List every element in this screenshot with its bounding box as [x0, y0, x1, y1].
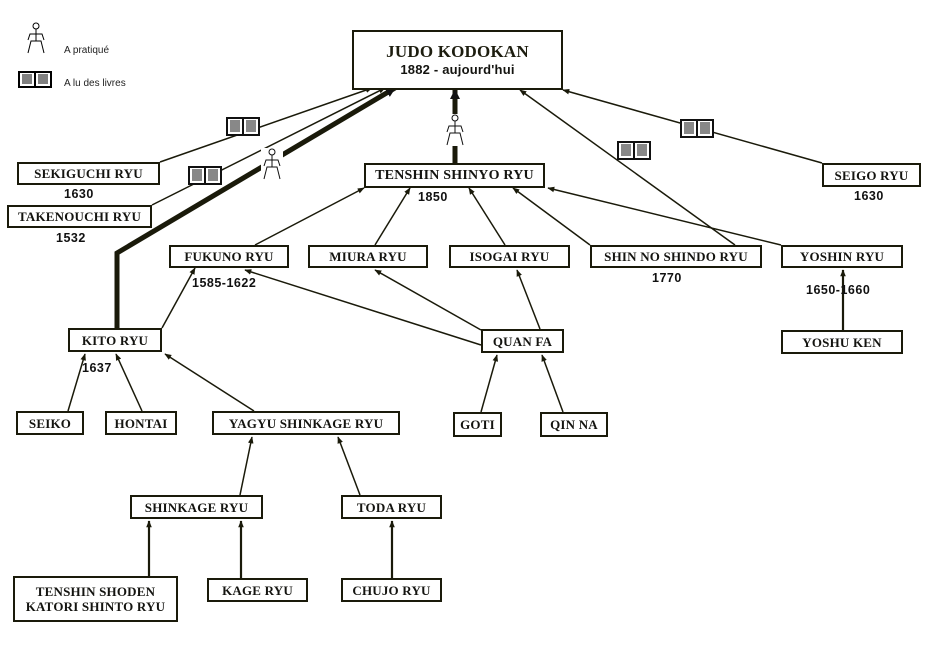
edge-yagyu-shinkage-to-kito — [164, 353, 255, 412]
node-sekiguchi-ryu: SEKIGUCHI RYU — [17, 162, 160, 185]
date-sekiguchi: 1630 — [64, 187, 94, 201]
edge-kito-to-root — [114, 85, 397, 328]
edge-isogai-to-tenshin-shinyo — [468, 187, 506, 246]
edge-miura-to-tenshin-shinyo — [374, 187, 411, 246]
book-icon-takenouchi — [188, 166, 222, 185]
book-icon-seigo — [680, 119, 714, 138]
date-yoshin: 1650-1660 — [806, 283, 871, 297]
node-quan-fa: QUAN FA — [481, 329, 564, 353]
node-kito-ryu: KITO RYU — [68, 328, 162, 352]
legend-label-practiced: A pratiqué — [64, 45, 110, 56]
book-icon-sekiguchi — [226, 117, 260, 136]
edge-qin-na-to-quan-fa — [541, 354, 564, 413]
edge-quan-fa-to-fukuno — [244, 269, 482, 346]
person-icon-tenshin-shinyo — [444, 114, 466, 146]
node-takenouchi-ryu: TAKENOUCHI RYU — [7, 205, 152, 228]
legend-label-books: A lu des livres — [64, 78, 126, 89]
edge-shinkage-to-yagyu-shinkage — [239, 436, 254, 496]
node-goti: GOTI — [453, 412, 502, 437]
node-miura-ryu: MIURA RYU — [308, 245, 428, 268]
date-tenshin-shinyo: 1850 — [418, 190, 448, 204]
edge-quan-fa-to-isogai — [516, 269, 541, 330]
edge-shin-no-shindo-to-root — [519, 89, 736, 246]
root-title: JUDO KODOKAN — [386, 42, 529, 61]
date-kito: 1637 — [82, 361, 112, 375]
node-toda-ryu: TODA RYU — [341, 495, 442, 519]
edge-yoshin-to-tenshin-shinyo — [547, 186, 782, 246]
node-fukuno-ryu: FUKUNO RYU — [169, 245, 289, 268]
edge-toda-to-yagyu-shinkage — [337, 436, 361, 496]
node-yoshin-ryu: YOSHIN RYU — [781, 245, 903, 268]
edge-hontai-to-kito — [115, 353, 143, 412]
edge-kito-to-fukuno — [161, 267, 196, 329]
edge-quan-fa-to-miura — [374, 269, 482, 331]
person-icon-kito — [261, 148, 283, 180]
node-hontai: HONTAI — [105, 411, 177, 435]
node-seigo-ryu: SEIGO RYU — [822, 163, 921, 187]
edge-fukuno-to-tenshin-shinyo — [254, 187, 365, 246]
edge-goti-to-quan-fa — [480, 354, 498, 413]
node-shin-no-shindo-ryu: SHIN NO SHINDO RYU — [590, 245, 762, 268]
date-seigo: 1630 — [854, 189, 884, 203]
root-period: 1882 - aujourd'hui — [400, 62, 515, 77]
node-chujo-ryu: CHUJO RYU — [341, 578, 442, 602]
node-tenshin-shinyo-ryu: TENSHIN SHINYO RYU — [364, 163, 545, 188]
edge-sekiguchi-to-root — [159, 87, 373, 163]
node-seiko: SEIKO — [16, 411, 84, 435]
node-qin-na: QIN NA — [540, 412, 608, 437]
edge-takenouchi-to-root — [151, 87, 386, 206]
book-icon-shin-no-shindo — [617, 141, 651, 160]
node-shinkage-ryu: SHINKAGE RYU — [130, 495, 263, 519]
node-yoshu-ken: YOSHU KEN — [781, 330, 903, 354]
node-tenshin-shoden-katori-shinto-ryu: TENSHIN SHODEN KATORI SHINTO RYU — [13, 576, 178, 622]
legend-book-icon — [18, 71, 52, 88]
date-fukuno: 1585-1622 — [192, 276, 257, 290]
legend-person-icon — [27, 22, 45, 54]
node-isogai-ryu: ISOGAI RYU — [449, 245, 570, 268]
node-judo-kodokan: JUDO KODOKAN 1882 - aujourd'hui — [352, 30, 563, 90]
node-kage-ryu: KAGE RYU — [207, 578, 308, 602]
edge-seiko-to-kito — [67, 353, 86, 412]
node-yagyu-shinkage-ryu: YAGYU SHINKAGE RYU — [212, 411, 400, 435]
date-takenouchi: 1532 — [56, 231, 86, 245]
edge-shin-no-shindo-to-tenshin-shinyo — [512, 187, 591, 246]
date-shin-no-shindo: 1770 — [652, 271, 682, 285]
